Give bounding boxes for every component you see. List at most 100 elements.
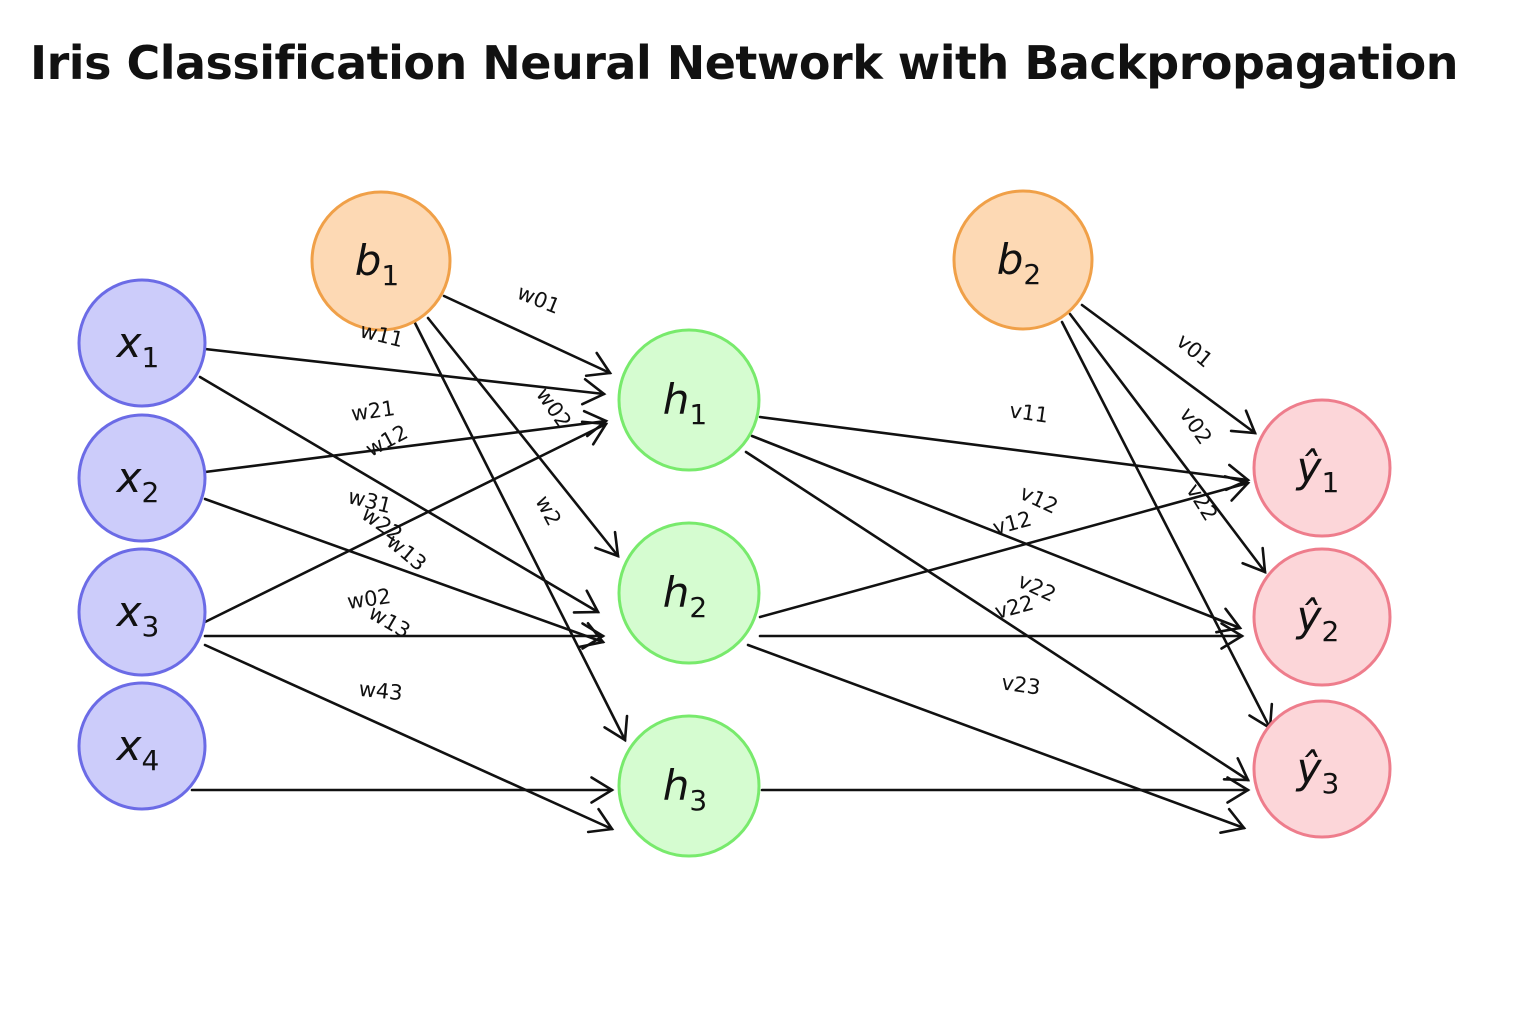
arrowhead-icon [603, 714, 629, 743]
node-label: b1 [355, 236, 400, 292]
node-label: ŷ1 [1295, 443, 1340, 499]
output-node-circle [1252, 699, 1392, 839]
bias-node-circle [310, 190, 452, 332]
node-b2: b2 [952, 189, 1094, 331]
node-label-subscript: 3 [689, 784, 707, 817]
arrowhead-icon [1226, 776, 1251, 804]
arrowhead-icon [581, 622, 606, 650]
node-label-base: h [663, 761, 690, 810]
node-label: b2 [997, 235, 1042, 291]
arrowhead-icon [580, 420, 609, 446]
node-x2: x2 [77, 413, 207, 543]
weight-label-v22-c: v22 [992, 591, 1036, 624]
connection-edges [190, 294, 1274, 834]
bias-node-circle [952, 189, 1094, 331]
node-label-subscript: 2 [142, 476, 160, 509]
hidden-node-circle [617, 328, 761, 472]
node-label: h2 [663, 568, 707, 624]
connection-edge [198, 375, 600, 614]
node-label-base: x [115, 318, 143, 367]
arrowhead-icon [1229, 409, 1257, 435]
node-y1: ŷ1 [1252, 398, 1392, 538]
input-node-circle [77, 278, 207, 408]
arrowhead-icon [1215, 607, 1243, 634]
arrowhead-icon [1241, 546, 1267, 574]
node-label: h1 [663, 375, 707, 431]
node-label-subscript: 1 [689, 398, 707, 431]
node-label-base: x [115, 587, 143, 636]
node-label: ŷ2 [1295, 592, 1340, 648]
node-h1: h1 [617, 328, 761, 472]
node-label-base: x [115, 721, 143, 770]
node-y3: ŷ3 [1252, 699, 1392, 839]
node-label-subscript: 2 [1322, 615, 1340, 648]
node-label-base: ŷ [1295, 744, 1323, 793]
connection-edge [426, 316, 620, 558]
output-node-circle [1252, 398, 1392, 538]
node-label-base: h [663, 568, 690, 617]
node-x1: x1 [77, 278, 207, 408]
node-label-base: ŷ [1295, 443, 1323, 492]
weight-label-v01: v01 [1172, 329, 1217, 373]
node-label-subscript: 3 [1322, 767, 1340, 800]
weight-labels: w01w11w02w21w12w2w31w22w13w02w13w43v01v1… [345, 280, 1222, 705]
connection-edge [1060, 320, 1272, 730]
node-label-subscript: 1 [381, 259, 399, 292]
node-label: x1 [115, 318, 160, 374]
connection-edge [203, 497, 605, 644]
node-label: x2 [115, 453, 160, 509]
node-label-base: h [663, 375, 690, 424]
node-label: x4 [115, 721, 160, 777]
arrowhead-icon [580, 377, 607, 406]
node-x4: x4 [77, 681, 207, 811]
connection-edge [1068, 312, 1267, 574]
arrowhead-icon [594, 530, 620, 558]
weight-label-w01: w01 [514, 280, 564, 319]
connection-edge [744, 450, 1250, 782]
connection-edge [746, 643, 1246, 830]
arrowhead-icon [584, 351, 613, 378]
node-label-subscript: 2 [689, 591, 707, 624]
node-label-base: b [355, 236, 382, 285]
connection-edge [412, 319, 627, 742]
node-label: h3 [663, 761, 707, 817]
node-label-subscript: 1 [142, 341, 160, 374]
weight-label-v11: v11 [1008, 398, 1050, 427]
input-node-circle [77, 547, 207, 677]
connection-edge [758, 415, 1250, 482]
hidden-node-circle [617, 521, 761, 665]
connection-edge [750, 434, 1242, 630]
arrowhead-icon [1223, 475, 1251, 502]
page-title: Iris Classification Neural Network with … [30, 36, 1459, 90]
weight-label-w21: w21 [350, 396, 397, 426]
node-label-base: b [997, 235, 1024, 284]
connection-edge [203, 347, 606, 396]
node-b1: b1 [310, 190, 452, 332]
weight-label-v12-b: v12 [990, 507, 1034, 540]
arrowhead-icon [572, 589, 601, 614]
arrowhead-icon [590, 776, 615, 804]
connection-edge [442, 294, 612, 375]
node-h2: h2 [617, 521, 761, 665]
node-x3: x3 [77, 547, 207, 677]
arrowhead-icon [1219, 807, 1247, 834]
weight-label-w12: w12 [362, 420, 412, 462]
node-label: x3 [115, 587, 160, 643]
node-label-base: x [115, 453, 143, 502]
connection-edge [758, 481, 1250, 619]
arrowhead-icon [586, 807, 615, 834]
weight-label-v23: v23 [1000, 670, 1042, 699]
node-label-subscript: 4 [142, 744, 160, 777]
weight-label-v02: v02 [1175, 403, 1217, 449]
node-label-subscript: 3 [142, 610, 160, 643]
hidden-node-circle [617, 714, 761, 858]
node-label-base: ŷ [1295, 592, 1323, 641]
input-node-circle [77, 681, 207, 811]
node-y2: ŷ2 [1252, 547, 1392, 687]
weight-label-w43: w43 [358, 677, 404, 705]
node-label-subscript: 2 [1023, 258, 1041, 291]
input-node-circle [77, 413, 207, 543]
node-h3: h3 [617, 714, 761, 858]
weight-label-v22-a: v22 [1181, 479, 1222, 525]
